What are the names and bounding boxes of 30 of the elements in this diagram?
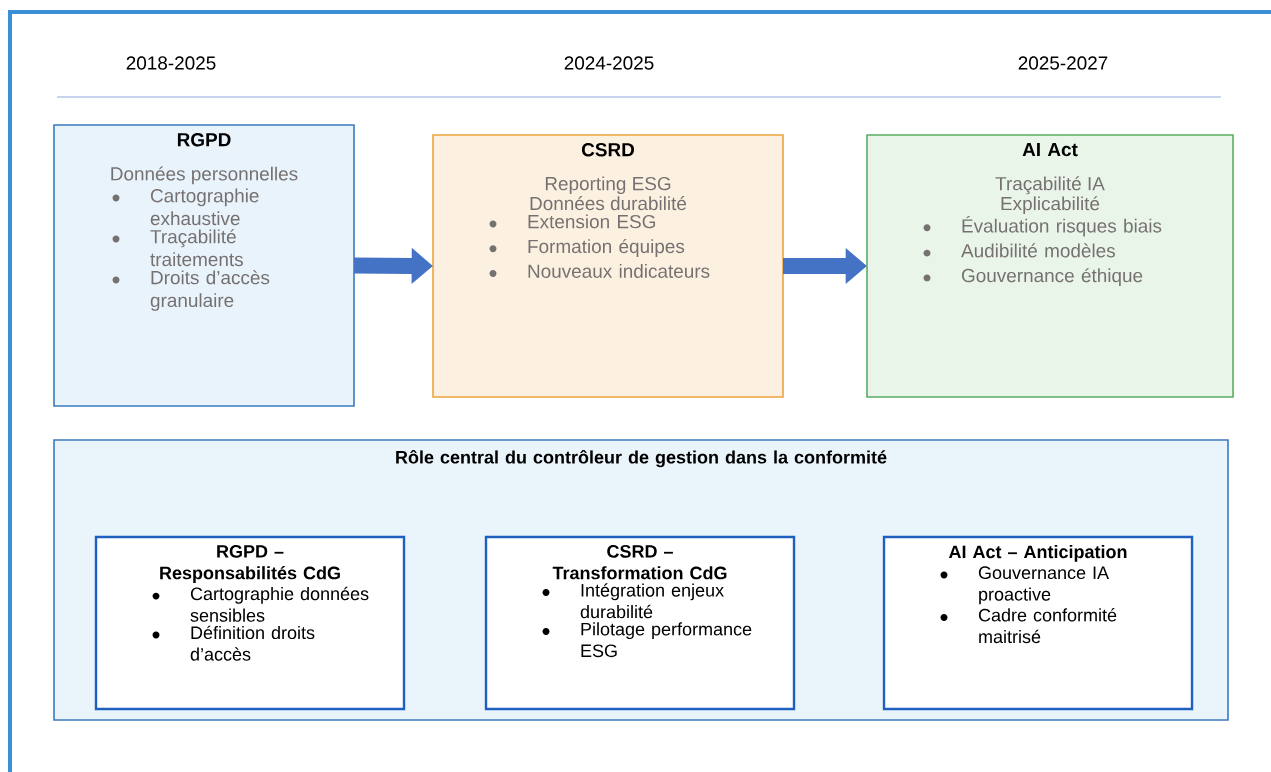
bullet-item: Formation équipes — [489, 239, 685, 257]
year-label: 2018-2025 — [126, 56, 216, 70]
heading: AI Act – Anticipation — [948, 545, 1127, 562]
bullet-item: Gouvernance éthique — [923, 268, 1143, 286]
bullet-item: Cartographie exhaustive — [112, 188, 259, 226]
bullet-item: Cartographie données sensibles — [152, 586, 369, 622]
heading: CSRD – Transformation CdG — [552, 545, 727, 580]
subtitle: Données personnelles — [111, 166, 298, 185]
heading: CSRD — [581, 143, 635, 157]
bullet-item: Traçabilité traitements — [112, 229, 243, 267]
bullet-item: Droits d’accès granulaire — [112, 270, 270, 311]
bullet-item: Évaluation risques biais — [923, 216, 1162, 237]
subtitle: Données durabilité — [530, 196, 687, 211]
heading: RGPD — [177, 133, 231, 147]
bullet-item: Nouveaux indicateurs — [489, 264, 710, 278]
subtitle: Explicabilité — [1001, 196, 1100, 215]
heading: RGPD – Responsabilités CdG — [160, 545, 340, 583]
bullet-item: Pilotage performance ESG — [542, 622, 752, 658]
bullet-item: Gouvernance IA proactive — [940, 566, 1110, 605]
year-label: 2025-2027 — [1018, 56, 1108, 70]
subtitle: Reporting ESG — [545, 176, 671, 195]
bullet-item: Cadre conformité maitrisé — [940, 608, 1117, 644]
year-label: 2024-2025 — [564, 56, 654, 70]
bullet-item: Audibilité modèles — [923, 243, 1115, 258]
bullet-item: Extension ESG — [489, 214, 655, 229]
panel-title: Rôle central du contrôleur de gestion dans la conformité — [396, 450, 887, 468]
bullet-item: Définition droits d’accès — [152, 625, 315, 661]
subtitle: Traçabilité IA — [995, 176, 1105, 195]
bullet-item: Intégration enjeux durabilité — [542, 583, 724, 619]
heading: AI Act — [1022, 143, 1078, 157]
